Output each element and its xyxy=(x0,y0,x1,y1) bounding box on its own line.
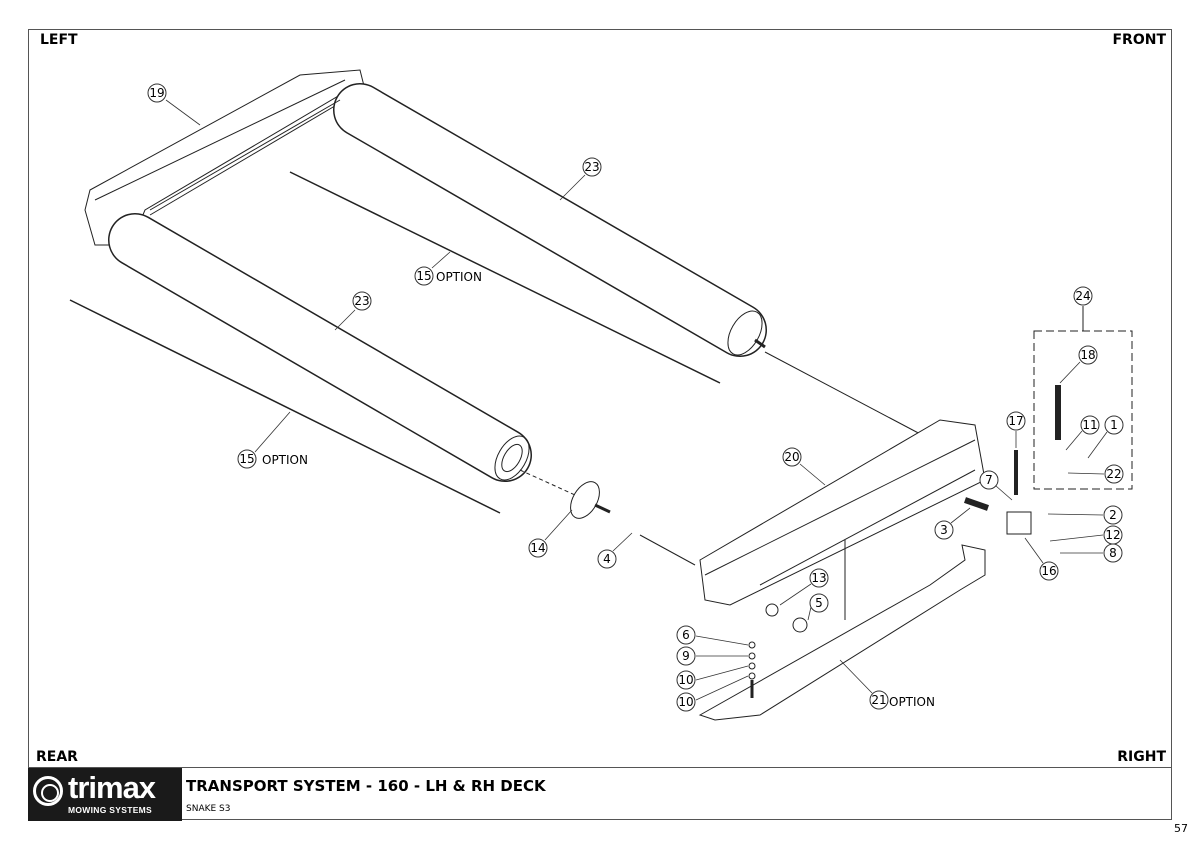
logo-brand: trimax xyxy=(68,770,156,805)
svg-text:6: 6 xyxy=(682,628,690,642)
svg-text:7: 7 xyxy=(985,473,993,487)
cable-part-15-upper xyxy=(289,171,721,384)
svg-text:15: 15 xyxy=(239,452,254,466)
svg-text:9: 9 xyxy=(682,649,690,663)
svg-text:23: 23 xyxy=(584,160,599,174)
svg-text:4: 4 xyxy=(603,552,611,566)
svg-text:19: 19 xyxy=(149,86,164,100)
callout-13: 13 xyxy=(809,568,829,588)
skid-part-21 xyxy=(698,544,986,721)
drawing-title: TRANSPORT SYSTEM - 160 - LH & RH DECK xyxy=(186,777,546,795)
callout-19: 19 xyxy=(147,83,167,103)
callout-8: 8 xyxy=(1103,543,1123,563)
svg-text:3: 3 xyxy=(940,523,948,537)
drawing-subtitle: SNAKE S3 xyxy=(186,804,231,814)
callout-18: 18 xyxy=(1078,345,1098,365)
drawing-border xyxy=(28,29,1172,820)
logo-subtitle: MOWING SYSTEMS xyxy=(68,805,153,815)
callout-20: 20 xyxy=(782,447,802,467)
svg-text:18: 18 xyxy=(1080,348,1095,362)
label-left: LEFT xyxy=(40,32,78,48)
svg-text:1: 1 xyxy=(1110,418,1118,432)
callout-4: 4 xyxy=(597,549,617,569)
svg-text:10: 10 xyxy=(678,673,693,687)
callout-14: 14 xyxy=(528,538,548,558)
callout-11: 11 xyxy=(1080,415,1100,435)
svg-text:10: 10 xyxy=(678,695,693,709)
callout-10: 10 xyxy=(676,692,696,712)
svg-text:2: 2 xyxy=(1109,508,1117,522)
callout-15: 15 OPTION xyxy=(414,266,482,286)
callout-5: 5 xyxy=(809,593,829,613)
callout-16: 16 xyxy=(1039,561,1059,581)
logo-swirl-icon xyxy=(33,776,63,806)
callout-10: 10 xyxy=(676,670,696,690)
roller-part-23-lower xyxy=(108,213,532,482)
svg-text:OPTION: OPTION xyxy=(889,695,935,709)
svg-text:15: 15 xyxy=(416,269,431,283)
title-block: trimax MOWING SYSTEMS TRANSPORT SYSTEM -… xyxy=(28,767,1172,821)
svg-text:OPTION: OPTION xyxy=(436,270,482,284)
callout-7: 7 xyxy=(979,470,999,490)
svg-text:24: 24 xyxy=(1075,289,1090,303)
bolt-part-3 xyxy=(964,497,989,511)
callout-3: 3 xyxy=(934,520,954,540)
label-front: FRONT xyxy=(1112,32,1166,48)
label-rear: REAR xyxy=(36,749,78,765)
callout-1: 1 xyxy=(1104,415,1124,435)
svg-text:14: 14 xyxy=(530,541,545,555)
svg-text:23: 23 xyxy=(354,294,369,308)
svg-text:11: 11 xyxy=(1082,418,1097,432)
svg-text:8: 8 xyxy=(1109,546,1117,560)
trimax-logo: trimax MOWING SYSTEMS xyxy=(28,768,182,821)
callout-15: 15 OPTION xyxy=(237,449,308,469)
roller-part-23-upper xyxy=(333,83,767,357)
block-part-16 xyxy=(1006,511,1032,535)
svg-text:16: 16 xyxy=(1041,564,1056,578)
callout-22: 22 xyxy=(1104,464,1124,484)
svg-text:17: 17 xyxy=(1008,414,1023,428)
callout-6: 6 xyxy=(676,625,696,645)
label-right: RIGHT xyxy=(1117,749,1166,765)
callout-12: 12 xyxy=(1103,525,1123,545)
end-cap-part-14 xyxy=(570,481,600,519)
svg-text:21: 21 xyxy=(871,693,886,707)
callout-17: 17 xyxy=(1006,411,1026,431)
left-frame-part-19 xyxy=(84,69,366,246)
washer-part-13 xyxy=(765,603,779,617)
svg-text:5: 5 xyxy=(815,596,823,610)
page-number: 57 xyxy=(1174,822,1188,835)
callout-23: 23 xyxy=(582,157,602,177)
svg-text:OPTION: OPTION xyxy=(262,453,308,467)
cable-part-15-lower xyxy=(69,299,501,514)
callout-9: 9 xyxy=(676,646,696,666)
callout-2: 2 xyxy=(1103,505,1123,525)
bush-part-5 xyxy=(792,617,808,633)
svg-text:12: 12 xyxy=(1105,528,1120,542)
svg-text:13: 13 xyxy=(811,571,826,585)
callout-23: 23 xyxy=(352,291,372,311)
svg-text:22: 22 xyxy=(1106,467,1121,481)
callout-24: 24 xyxy=(1073,286,1093,306)
svg-text:20: 20 xyxy=(784,450,799,464)
